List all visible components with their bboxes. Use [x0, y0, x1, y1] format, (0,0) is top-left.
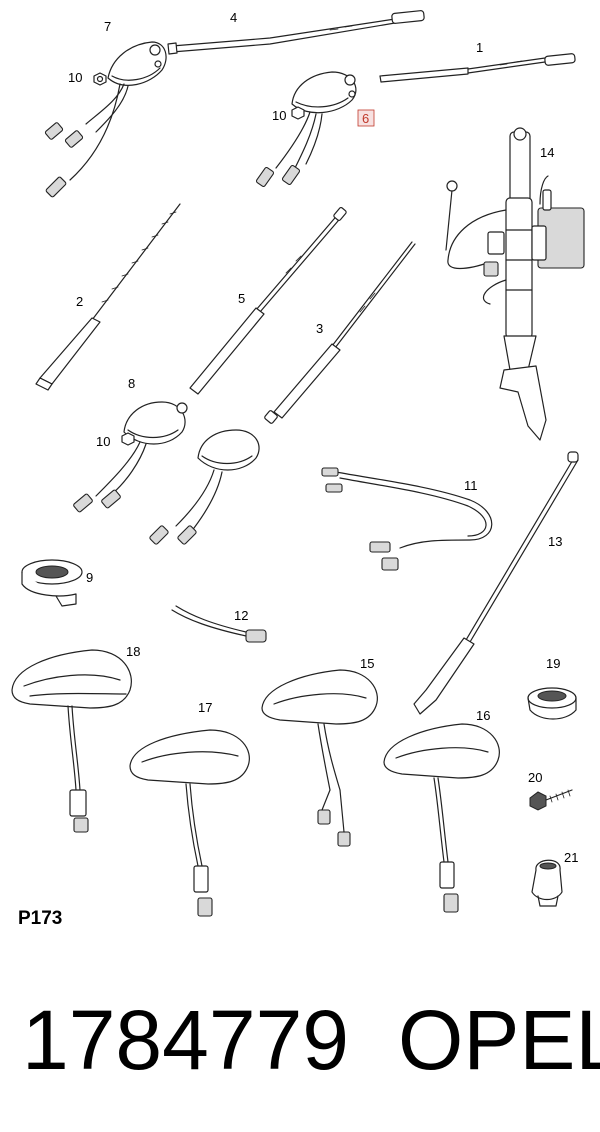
callout-17: 18 [126, 644, 140, 659]
part-19-grommet [527, 687, 577, 720]
part-7-antenna-base [44, 41, 167, 198]
callout-5: 5 [238, 291, 245, 306]
part-4-antenna-rod [167, 10, 425, 55]
callout-20: 20 [528, 770, 542, 785]
callout-10-b: 10 [272, 108, 286, 123]
part-9-tape-roll [21, 559, 83, 607]
callout-6-highlight-box [357, 109, 375, 127]
part-2-helical-antenna [35, 203, 181, 391]
callout-7: 7 [104, 19, 111, 34]
callout-6: 6 [362, 111, 369, 126]
callout-8: 8 [128, 376, 135, 391]
callout-16: 16 [476, 708, 490, 723]
part-18-housing [129, 729, 250, 917]
brand-name: OPEL [398, 993, 600, 1087]
part-16-housing [383, 723, 500, 913]
callout-2: 2 [76, 294, 83, 309]
callout-14: 14 [540, 145, 554, 160]
callout-9: 9 [86, 570, 93, 585]
callout-11: 11 [464, 478, 478, 493]
callout-18: 17 [198, 700, 212, 715]
parts-diagram: 4 7 1 10 10 6 14 2 5 3 8 10 11 13 9 12 1… [11, 10, 585, 917]
callout-10-a: 10 [68, 70, 82, 85]
part-1-antenna-rod [379, 53, 576, 83]
part-20-screw [529, 789, 573, 811]
part-6-antenna-base [255, 71, 357, 188]
callout-19: 19 [546, 656, 560, 671]
part-3-antenna-rod [264, 241, 416, 424]
part-12-cable [171, 605, 267, 643]
part-17-housing [11, 649, 132, 833]
part-5-antenna-rod [189, 207, 347, 395]
callout-4: 4 [230, 10, 237, 25]
callout-13: 13 [548, 534, 562, 549]
part-13-whip-antenna [413, 451, 579, 715]
part-number: 1784779 [22, 993, 350, 1087]
footer: 1784779 OPEL [0, 990, 600, 1090]
part-8-antenna-base [73, 401, 188, 513]
part-11-wire-harness [321, 467, 493, 571]
callout-3: 3 [316, 321, 323, 336]
callout-1: 1 [476, 40, 483, 55]
callout-10-c: 10 [96, 434, 110, 449]
callout-21: 21 [564, 850, 578, 865]
callout-12: 12 [234, 608, 248, 623]
part-21-nut [531, 859, 563, 907]
part-8b-antenna-base [149, 429, 260, 545]
part-15-housing [261, 669, 378, 847]
page-code: P173 [18, 908, 63, 929]
part-14-power-antenna [445, 127, 585, 441]
callout-15: 15 [360, 656, 374, 671]
callout-labels: 4 7 1 10 10 6 14 2 5 3 8 10 11 13 9 12 1… [68, 10, 578, 865]
